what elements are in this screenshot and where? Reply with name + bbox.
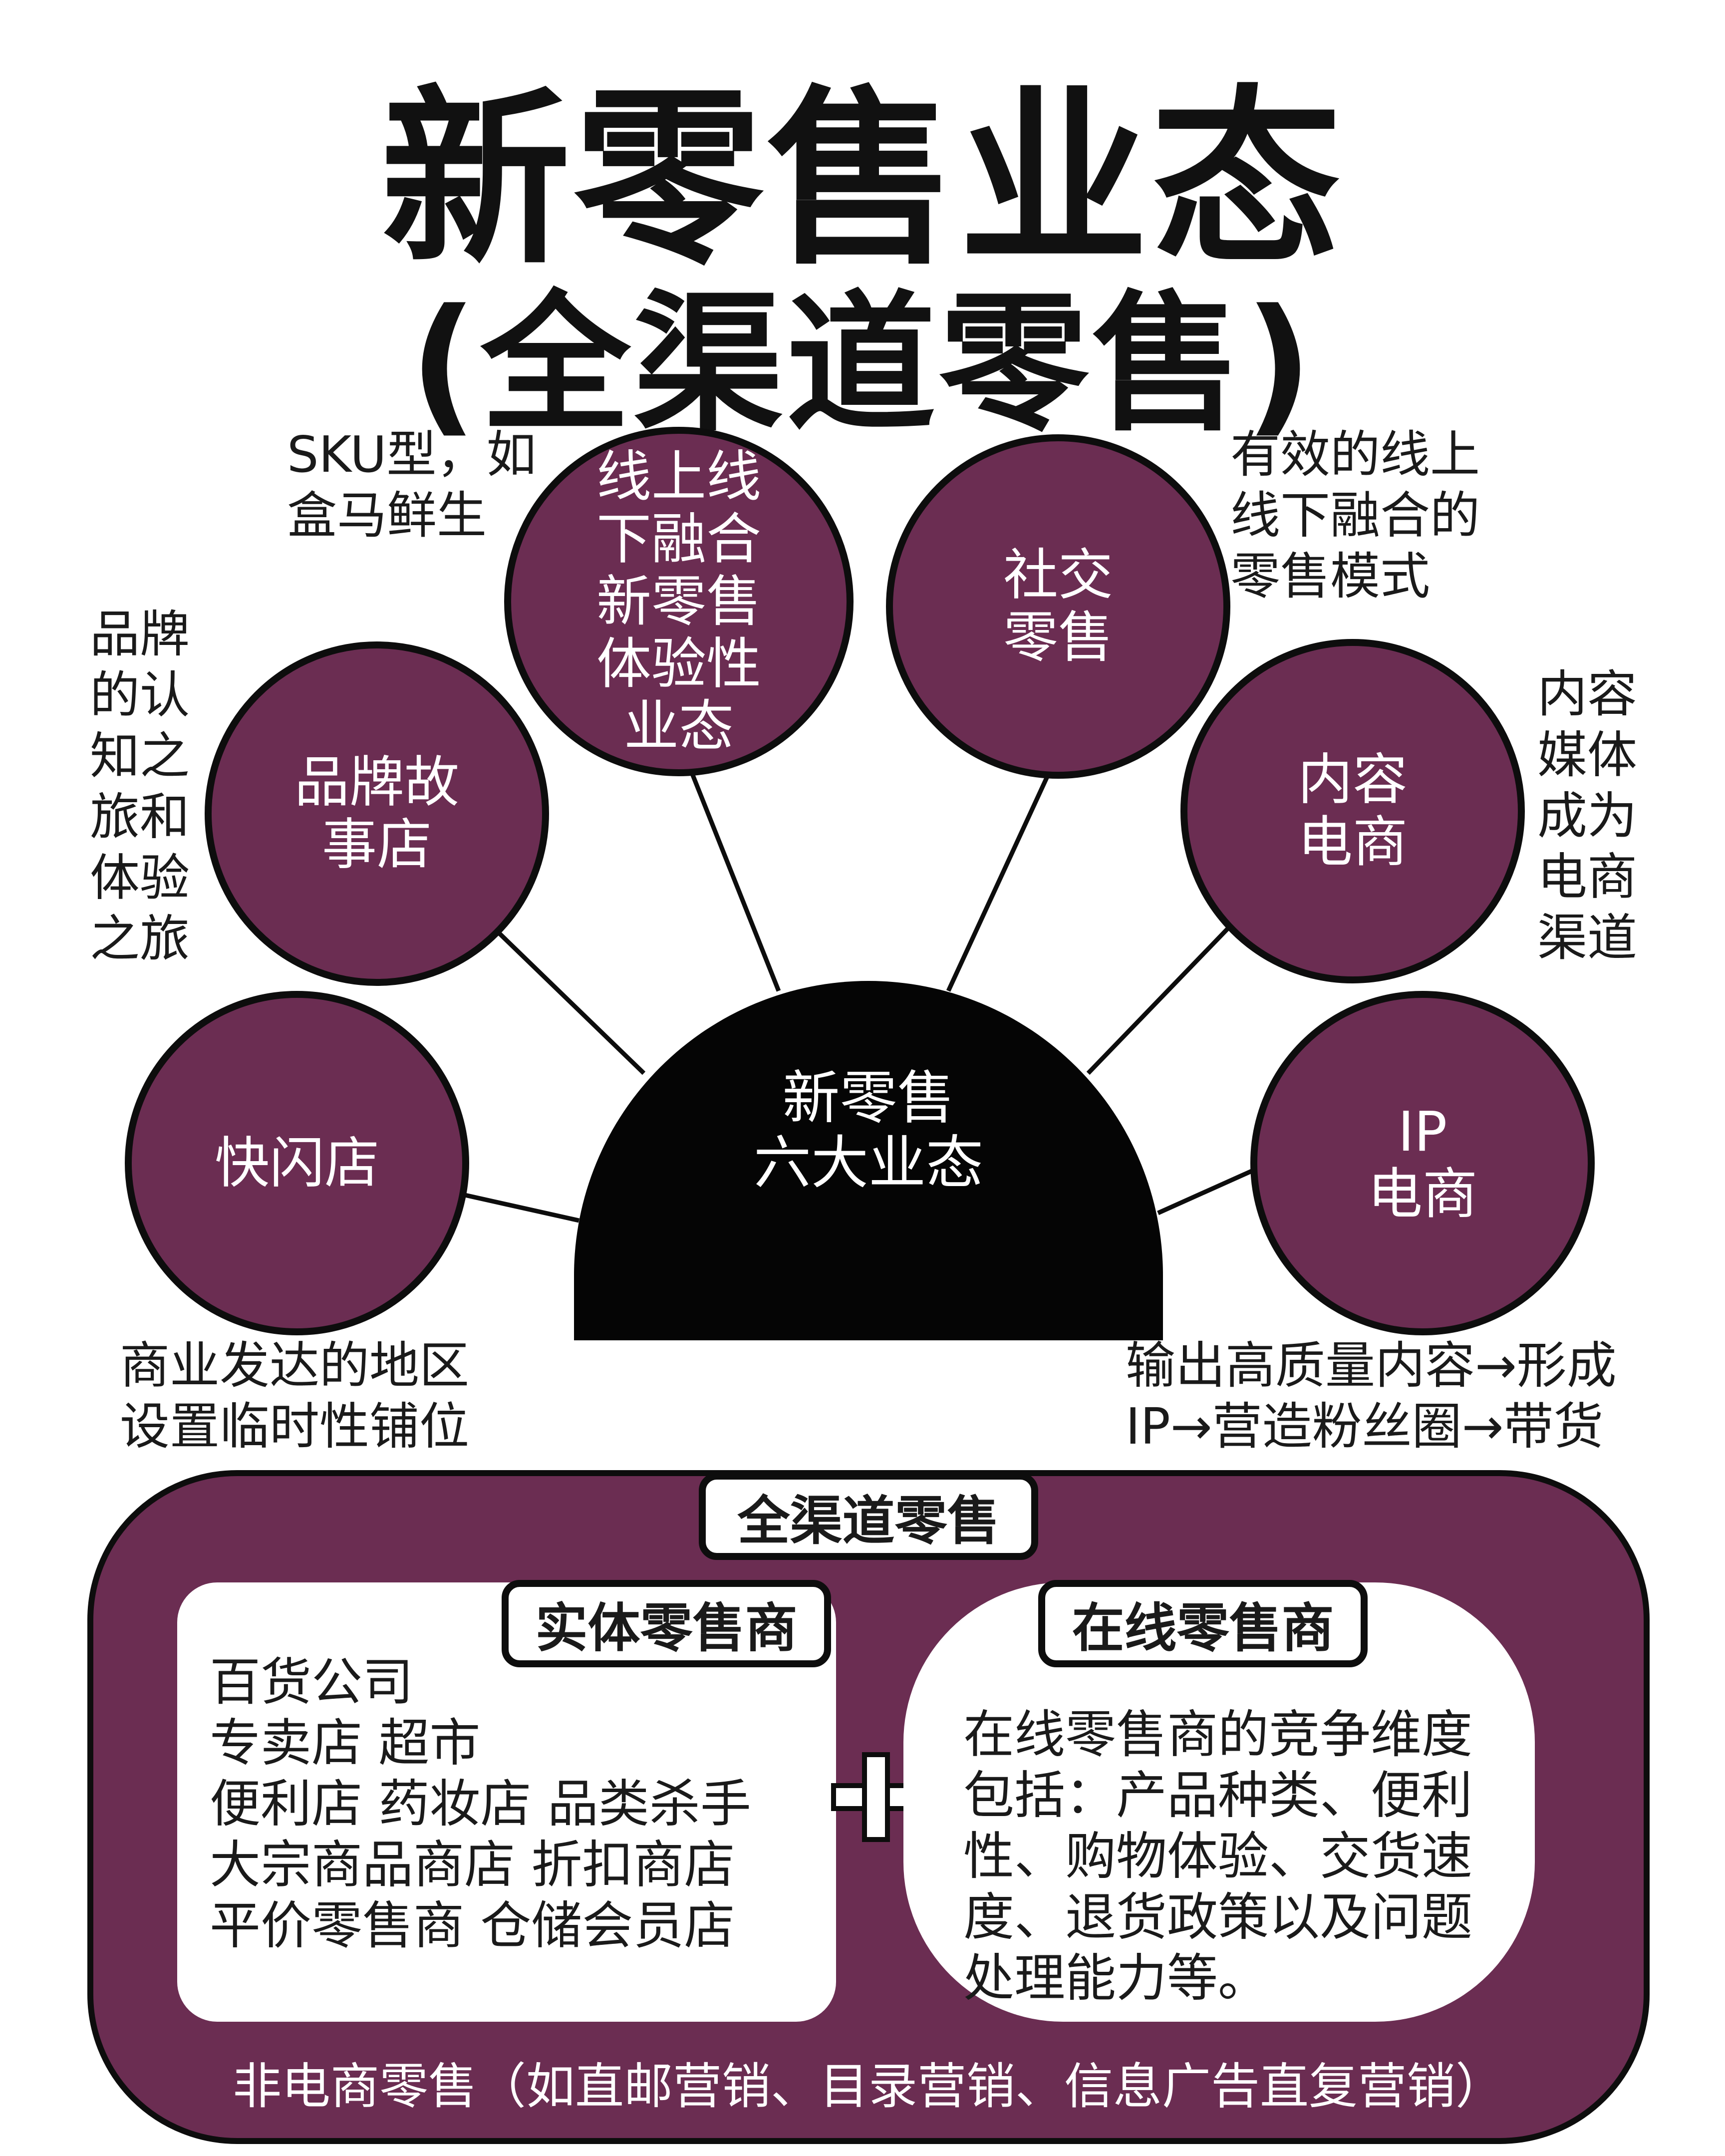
node-brand-story-label: 品牌故 事店 [294, 750, 459, 877]
note-ip-ecommerce: 输出高质量内容→形成 IP→营造粉丝圈→带货 [1126, 1336, 1617, 1456]
physical-retailers-list: 百货公司 专卖店 超市 便利店 药妆店 品类杀手 大宗商品商店 折扣商店 平价零… [210, 1653, 751, 1956]
physical-retailers-title: 实体零售商 [502, 1580, 831, 1667]
node-social-retail-label: 社交 零售 [1003, 543, 1113, 669]
connector-online-offline [674, 733, 781, 992]
node-content-ecommerce: 内容 电商 [1180, 639, 1525, 983]
connector-social-retail [946, 763, 1056, 992]
node-online-offline: 线上线 下融合 新零售 体验性 业态 [504, 427, 854, 776]
node-ip-ecommerce-label: IP 电商 [1368, 1100, 1477, 1226]
note-online-offline: SKU型，如 盒马鲜生 [287, 425, 537, 545]
node-online-offline-label: 线上线 下融合 新零售 体验性 业态 [596, 444, 761, 758]
connector-brand-story [487, 922, 646, 1075]
node-flash-store-label: 快闪店 [215, 1131, 379, 1195]
note-social-retail: 有效的线上 线下融合的 零售模式 [1230, 425, 1480, 606]
page-title: 新零售业态 [381, 69, 1344, 290]
connector-content-ecommerce [1086, 926, 1230, 1075]
node-flash-store: 快闪店 [125, 991, 469, 1335]
note-brand-story: 品牌 的认 知之 旅和 体验 之旅 [90, 605, 190, 968]
node-brand-story: 品牌故 事店 [205, 641, 549, 986]
omnichannel-title: 全渠道零售 [699, 1473, 1038, 1560]
node-social-retail: 社交 零售 [886, 434, 1230, 779]
note-content-ecommerce: 内容 媒体 成为 电商 渠道 [1537, 665, 1637, 967]
hub-label: 新零售 六大业态 [753, 1065, 983, 1197]
node-ip-ecommerce: IP 电商 [1250, 991, 1595, 1335]
note-flash-store: 商业发达的地区 设置临时性铺位 [120, 1336, 469, 1456]
node-content-ecommerce-label: 内容 电商 [1298, 748, 1408, 874]
online-retailers-description: 在线零售商的竞争维度 包括：产品种类、便利 性、购物体验、交货速 度、退货政策以… [963, 1705, 1472, 2008]
plus-icon [831, 1752, 921, 1842]
online-retailers-title: 在线零售商 [1038, 1580, 1368, 1667]
non-ecommerce-footer: 非电商零售（如直邮营销、目录营销、信息广告直复营销） [232, 2058, 1504, 2115]
page-subtitle: (全渠道零售) [409, 277, 1316, 451]
